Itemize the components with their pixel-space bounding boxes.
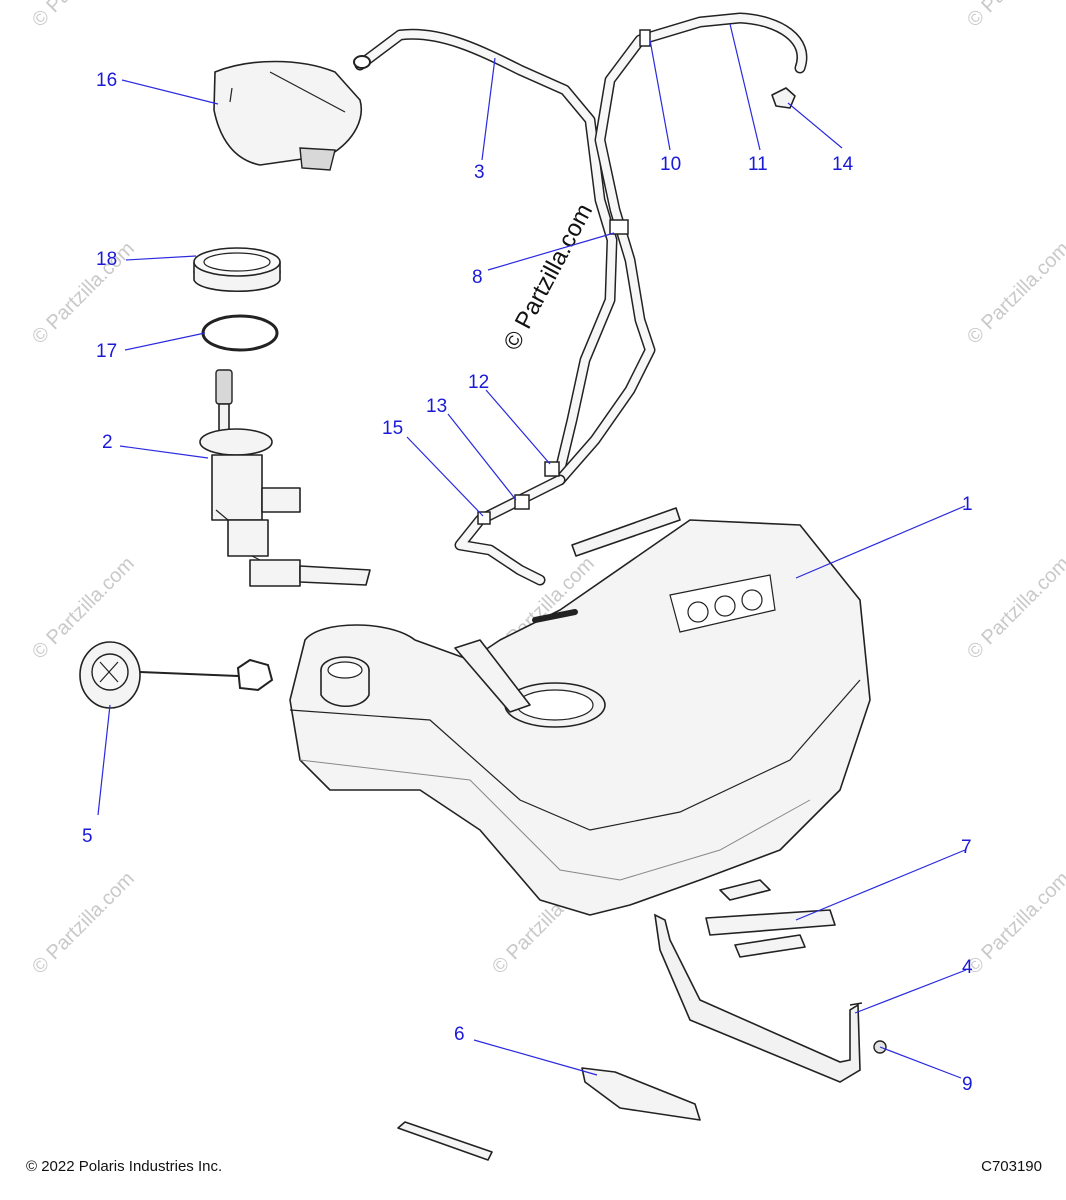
part-16-cover bbox=[213, 60, 362, 171]
callouts: 1 2 3 4 5 6 7 8 9 10 11 12 13 14 15 16 1… bbox=[82, 70, 973, 1095]
callout-6: 6 bbox=[454, 1024, 465, 1045]
copyright-text: © 2022 Polaris Industries Inc. bbox=[26, 1158, 223, 1175]
watermark: © Partzilla.com bbox=[28, 238, 139, 349]
callout-1: 1 bbox=[962, 494, 973, 515]
watermark: © Partzilla.com bbox=[28, 868, 139, 979]
part-7-pads bbox=[705, 879, 836, 958]
callout-13: 13 bbox=[426, 396, 447, 417]
watermark: © Partzilla.com bbox=[28, 0, 139, 32]
watermark: © Partzilla.com bbox=[963, 868, 1066, 979]
part-1-fuel-tank bbox=[289, 519, 871, 916]
callout-17: 17 bbox=[96, 341, 117, 362]
part-6-pads bbox=[397, 1067, 701, 1161]
part-4-strap bbox=[653, 913, 863, 1083]
callout-12: 12 bbox=[468, 372, 489, 393]
part-18-lock-ring bbox=[193, 247, 281, 292]
callout-7: 7 bbox=[961, 837, 972, 858]
callout-18: 18 bbox=[96, 249, 117, 270]
callout-16: 16 bbox=[96, 70, 117, 91]
callout-2: 2 bbox=[102, 432, 113, 453]
part-6-pad-upper bbox=[454, 507, 681, 713]
center-watermark: © Partzilla.com bbox=[498, 199, 598, 354]
callout-9: 9 bbox=[962, 1074, 973, 1095]
watermark: © Partzilla.com bbox=[963, 0, 1066, 32]
callout-15: 15 bbox=[382, 418, 403, 439]
part-17-seal bbox=[201, 314, 279, 352]
figure-code: C703190 bbox=[981, 1158, 1042, 1175]
part-2-fuel-pump bbox=[199, 369, 371, 587]
callout-11: 11 bbox=[748, 154, 768, 175]
watermark: © Partzilla.com bbox=[963, 238, 1066, 349]
watermark: © Partzilla.com bbox=[963, 553, 1066, 664]
callout-4: 4 bbox=[962, 957, 973, 978]
callout-3: 3 bbox=[474, 162, 485, 183]
part-5-fuel-cap bbox=[79, 641, 274, 709]
callout-10: 10 bbox=[660, 154, 681, 175]
callout-8: 8 bbox=[472, 267, 483, 288]
part-14-fitting bbox=[771, 87, 796, 109]
leader-lines bbox=[97, 23, 967, 1079]
callout-5: 5 bbox=[82, 826, 93, 847]
vent-hoses bbox=[353, 12, 808, 586]
callout-14: 14 bbox=[832, 154, 854, 175]
